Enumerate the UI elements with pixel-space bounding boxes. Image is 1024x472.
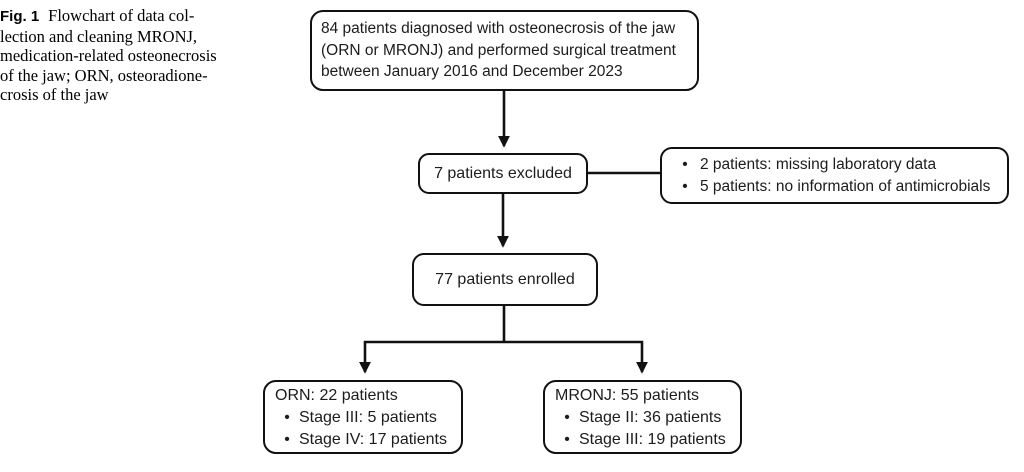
bullet-icon: • xyxy=(564,409,570,426)
figure-label: Fig. 1 xyxy=(0,8,40,25)
mronj-outcome-box: MRONJ: 55 patients • Stage II: 36 patien… xyxy=(543,380,742,454)
box-text: 7 patients excluded xyxy=(434,164,572,182)
source-population-box: 84 patients diagnosed with osteonecrosis… xyxy=(310,10,699,91)
list-item: • Stage III: 5 patients xyxy=(275,407,457,429)
list-item-text: Stage II: 36 patients xyxy=(579,409,722,426)
list-item: • Stage II: 36 patients xyxy=(555,407,736,429)
caption-line: medication-related osteonecrosis xyxy=(0,46,217,66)
box-title: MRONJ: 55 patients xyxy=(555,387,700,404)
list-item-text: Stage IV: 17 patients xyxy=(299,431,447,448)
list-item-text: Stage III: 19 patients xyxy=(579,431,726,448)
list-item-text: 5 patients: no information of antimicrob… xyxy=(700,177,991,195)
box-text-line: 84 patients diagnosed with osteonecrosis… xyxy=(321,20,676,37)
list-item: • 2 patients: missing laboratory data xyxy=(670,154,1001,176)
excluded-patients-box: 7 patients excluded xyxy=(418,153,588,194)
caption-line: Fig. 1 Flowchart of data col- xyxy=(0,6,246,27)
branch-arrows-to-outcomes xyxy=(359,340,648,374)
enrolled-patients-box: 77 patients enrolled xyxy=(412,253,598,306)
caption-line: lection and cleaning MRONJ, xyxy=(0,26,198,46)
bullet-icon: • xyxy=(284,409,290,426)
caption-text: Flowchart of data col- xyxy=(48,6,195,25)
caption-line: of the jaw; ORN, osteoradione- xyxy=(0,65,208,85)
bullet-icon: • xyxy=(682,177,688,195)
exclusion-reasons-box: • 2 patients: missing laboratory data • … xyxy=(660,147,1009,204)
bullet-icon: • xyxy=(564,431,570,448)
list-item-text: 2 patients: missing laboratory data xyxy=(700,156,937,173)
list-item-text: Stage III: 5 patients xyxy=(299,409,437,426)
list-item: • Stage IV: 17 patients xyxy=(275,429,457,451)
bullet-icon: • xyxy=(682,156,688,173)
orn-outcome-box: ORN: 22 patients • Stage III: 5 patients… xyxy=(263,380,463,454)
list-item: • Stage III: 19 patients xyxy=(555,429,736,451)
list-item: • 5 patients: no information of antimicr… xyxy=(670,176,1001,198)
box-text: 77 patients enrolled xyxy=(435,270,575,288)
box-text-line: between January 2016 and December 2023 xyxy=(321,63,623,80)
box-title: ORN: 22 patients xyxy=(275,387,398,404)
figure-caption: Fig. 1 Flowchart of data col- lection and… xyxy=(0,6,246,105)
box-text-line: (ORN or MRONJ) and performed surgical tr… xyxy=(321,41,676,59)
caption-line: crosis of the jaw xyxy=(0,85,109,105)
bullet-icon: • xyxy=(284,431,290,448)
